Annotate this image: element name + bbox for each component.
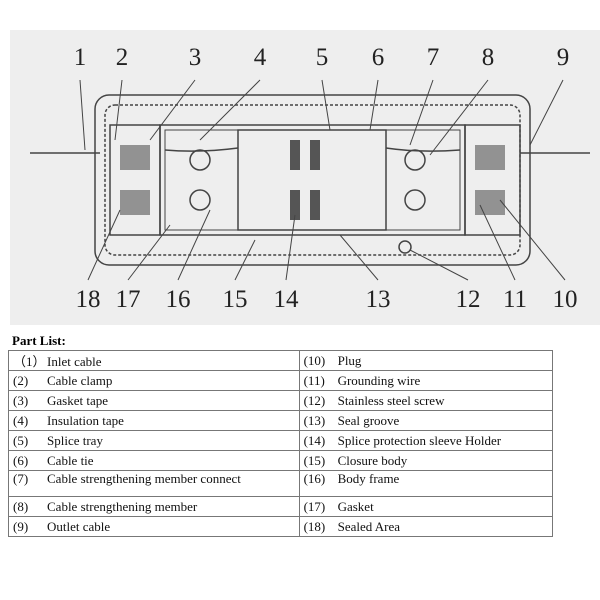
part-cell: (18) Sealed Area xyxy=(298,516,554,537)
callout-label: 7 xyxy=(426,44,440,71)
part-number: (16) xyxy=(303,471,326,486)
callout-label: 6 xyxy=(371,44,385,71)
part-name: Splice protection sleeve Holder xyxy=(337,432,502,448)
part-number: (12) xyxy=(303,392,326,408)
callout-label: 18 xyxy=(75,286,101,313)
part-name: Cable strengthening member connect xyxy=(47,471,241,486)
part-number: (15) xyxy=(303,452,326,468)
callout-label: 11 xyxy=(502,286,528,313)
callout-label: 15 xyxy=(222,286,248,313)
part-list-title: Part List: xyxy=(12,333,66,348)
part-cell: (8) Cable strengthening member xyxy=(8,496,300,517)
part-name: Cable strengthening member xyxy=(47,498,198,514)
table-row: (5) Splice tray (14) Splice protection slee… xyxy=(8,430,554,451)
part-name: Insulation tape xyxy=(47,412,124,428)
callout-label: 16 xyxy=(165,286,191,313)
part-name: Cable clamp xyxy=(47,372,113,388)
part-cell: (14) Splice protection sleeve Holder xyxy=(298,430,554,451)
part-name: Outlet cable xyxy=(47,518,111,534)
part-cell: (12) Stainless steel screw xyxy=(298,390,554,411)
part-number: (10) xyxy=(303,352,326,368)
part-cell: (16) Body frame xyxy=(298,470,554,497)
callout-label: 12 xyxy=(455,286,481,313)
part-number: (13) xyxy=(303,412,326,428)
part-number: (18) xyxy=(303,518,326,534)
table-row: (7) Cable strengthening member connect (16… xyxy=(8,470,554,497)
callout-label: 5 xyxy=(315,44,329,71)
part-cell: (17) Gasket xyxy=(298,496,554,517)
part-cell: (2) Cable clamp xyxy=(8,370,300,391)
part-number: (14) xyxy=(303,432,326,448)
part-cell: （1）Inlet cable xyxy=(8,350,300,371)
part-name: Gasket tape xyxy=(47,392,109,408)
part-name: Grounding wire xyxy=(337,372,421,388)
part-cell: (13) Seal groove xyxy=(298,410,554,431)
callout-label: 10 xyxy=(552,286,578,313)
part-cell: (11) Grounding wire xyxy=(298,370,554,391)
callout-label: 13 xyxy=(365,286,391,313)
part-name: Body frame xyxy=(337,471,400,486)
part-cell: (7) Cable strengthening member connect xyxy=(8,470,300,497)
callout-label: 8 xyxy=(481,44,495,71)
part-cell: (15) Closure body xyxy=(298,450,554,471)
part-name: Inlet cable xyxy=(47,354,102,369)
callout-label: 1 xyxy=(73,44,87,71)
part-number: (3) xyxy=(13,392,29,408)
part-name: Gasket xyxy=(337,498,374,514)
part-name: Plug xyxy=(337,352,362,368)
callout-label: 2 xyxy=(115,44,129,71)
table-row: （1）Inlet cable(10)Plug xyxy=(8,350,554,371)
part-number: (9) xyxy=(13,518,29,534)
callout-label: 9 xyxy=(556,44,570,71)
part-number: (17) xyxy=(303,498,326,514)
callout-label: 4 xyxy=(253,44,267,71)
part-cell: (10) Plug xyxy=(298,350,554,371)
part-name: Closure body xyxy=(337,452,408,468)
table-row: (2) Cable clamp (11) Grounding wire xyxy=(8,370,554,391)
callout-label: 14 xyxy=(273,286,299,313)
part-number: (7) xyxy=(13,471,29,486)
table-row: (9) Outlet cable (18) Sealed Area xyxy=(8,516,554,537)
table-row: (4) Insulation tape (13) Seal groove xyxy=(8,410,554,431)
part-number: (11) xyxy=(303,372,325,388)
part-cell: (3) Gasket tape xyxy=(8,390,300,411)
callout-label: 3 xyxy=(188,44,202,71)
part-number: (8) xyxy=(13,498,29,514)
part-number: (4) xyxy=(13,412,29,428)
part-list-table: （1）Inlet cable(10)Plug(2)Cable clamp(11)… xyxy=(8,350,554,537)
part-cell: (9) Outlet cable xyxy=(8,516,300,537)
part-cell: (4) Insulation tape xyxy=(8,410,300,431)
part-cell: (5) Splice tray xyxy=(8,430,300,451)
part-name: Splice tray xyxy=(47,432,103,448)
part-name: Stainless steel screw xyxy=(337,392,445,408)
part-number: (5) xyxy=(13,432,29,448)
callout-label: 17 xyxy=(115,286,141,313)
part-name: Sealed Area xyxy=(337,518,401,534)
part-number: （1） xyxy=(13,354,46,369)
part-number: (6) xyxy=(13,452,29,468)
table-row: (3) Gasket tape (12) Stainless steel screw xyxy=(8,390,554,411)
part-name: Cable tie xyxy=(47,452,94,468)
part-cell: (6) Cable tie xyxy=(8,450,300,471)
part-name: Seal groove xyxy=(337,412,400,428)
closure-drawing xyxy=(30,79,590,281)
part-number: (2) xyxy=(13,372,29,388)
table-row: (8) Cable strengthening member (17) Gasket xyxy=(8,496,554,517)
table-row: (6) Cable tie (15) Closure body xyxy=(8,450,554,471)
